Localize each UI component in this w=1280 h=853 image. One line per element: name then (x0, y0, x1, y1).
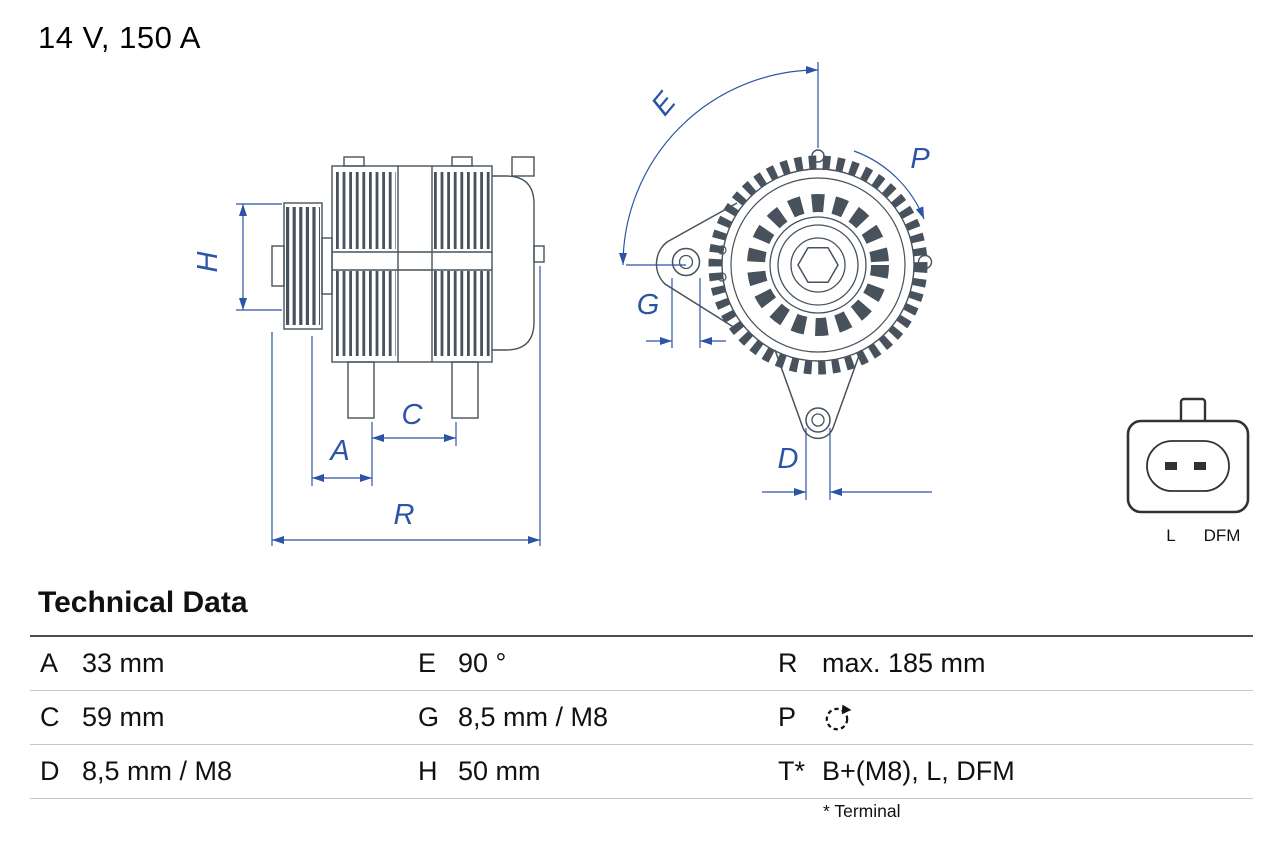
spec-key: P (778, 702, 797, 732)
dimension-label-c: C (402, 399, 424, 431)
dimension-label-r: R (394, 499, 415, 531)
connector-pin-label-dfm: DFM (1204, 526, 1241, 545)
spec-key: A (40, 648, 59, 678)
dimension-label-d: D (778, 443, 799, 475)
technical-drawing: H A C R E G P D (192, 62, 1250, 546)
connector-pin-label-l: L (1166, 526, 1175, 545)
spec-key: R (778, 648, 798, 678)
alternator-front-view (655, 149, 933, 440)
connector-pin-dfm (1194, 462, 1206, 470)
rotation-direction-icon (825, 704, 852, 730)
spec-value: 8,5 mm / M8 (82, 756, 233, 786)
spec-value: B+(M8), L, DFM (822, 756, 1015, 786)
dimension-label-h: H (192, 251, 224, 272)
dimension-label-p: P (910, 143, 930, 175)
side-view-dimensions (236, 203, 541, 546)
spec-value: 90 ° (458, 648, 507, 678)
technical-data-heading: Technical Data (38, 586, 248, 619)
table-row: C 59 mm G 8,5 mm / M8 P (30, 691, 1253, 745)
connector-body (1126, 419, 1250, 514)
connector-pin-l (1165, 462, 1177, 470)
spec-key: C (40, 702, 60, 732)
table-row: D 8,5 mm / M8 H 50 mm T* B+(M8), L, DFM (30, 745, 1253, 799)
spec-value: 33 mm (82, 648, 165, 678)
spec-key: E (418, 648, 437, 678)
spec-value: 50 mm (458, 756, 541, 786)
page-title: 14 V, 150 A (38, 20, 201, 55)
table-row: A 33 mm E 90 ° R max. 185 mm (30, 637, 1253, 691)
dimension-label-g: G (637, 289, 660, 321)
spec-value: max. 185 mm (822, 648, 986, 678)
terminal-footnote: * Terminal (823, 801, 901, 821)
alternator-side-view (271, 156, 545, 419)
technical-data-table: A 33 mm E 90 ° R max. 185 mm C 59 mm G 8… (30, 635, 1253, 799)
front-view-dimensions (619, 62, 932, 500)
spec-key: G (418, 702, 440, 732)
spec-key: H (418, 756, 438, 786)
connector-diagram: L DFM (1126, 397, 1250, 545)
spec-value: 59 mm (82, 702, 165, 732)
spec-key: D (40, 756, 60, 786)
connector-socket (1146, 440, 1230, 492)
dimension-label-e: E (646, 86, 683, 122)
spec-value (822, 703, 1253, 733)
spec-value: 8,5 mm / M8 (458, 702, 609, 732)
spec-key: T* (778, 756, 805, 786)
dimension-label-a: A (328, 435, 349, 467)
